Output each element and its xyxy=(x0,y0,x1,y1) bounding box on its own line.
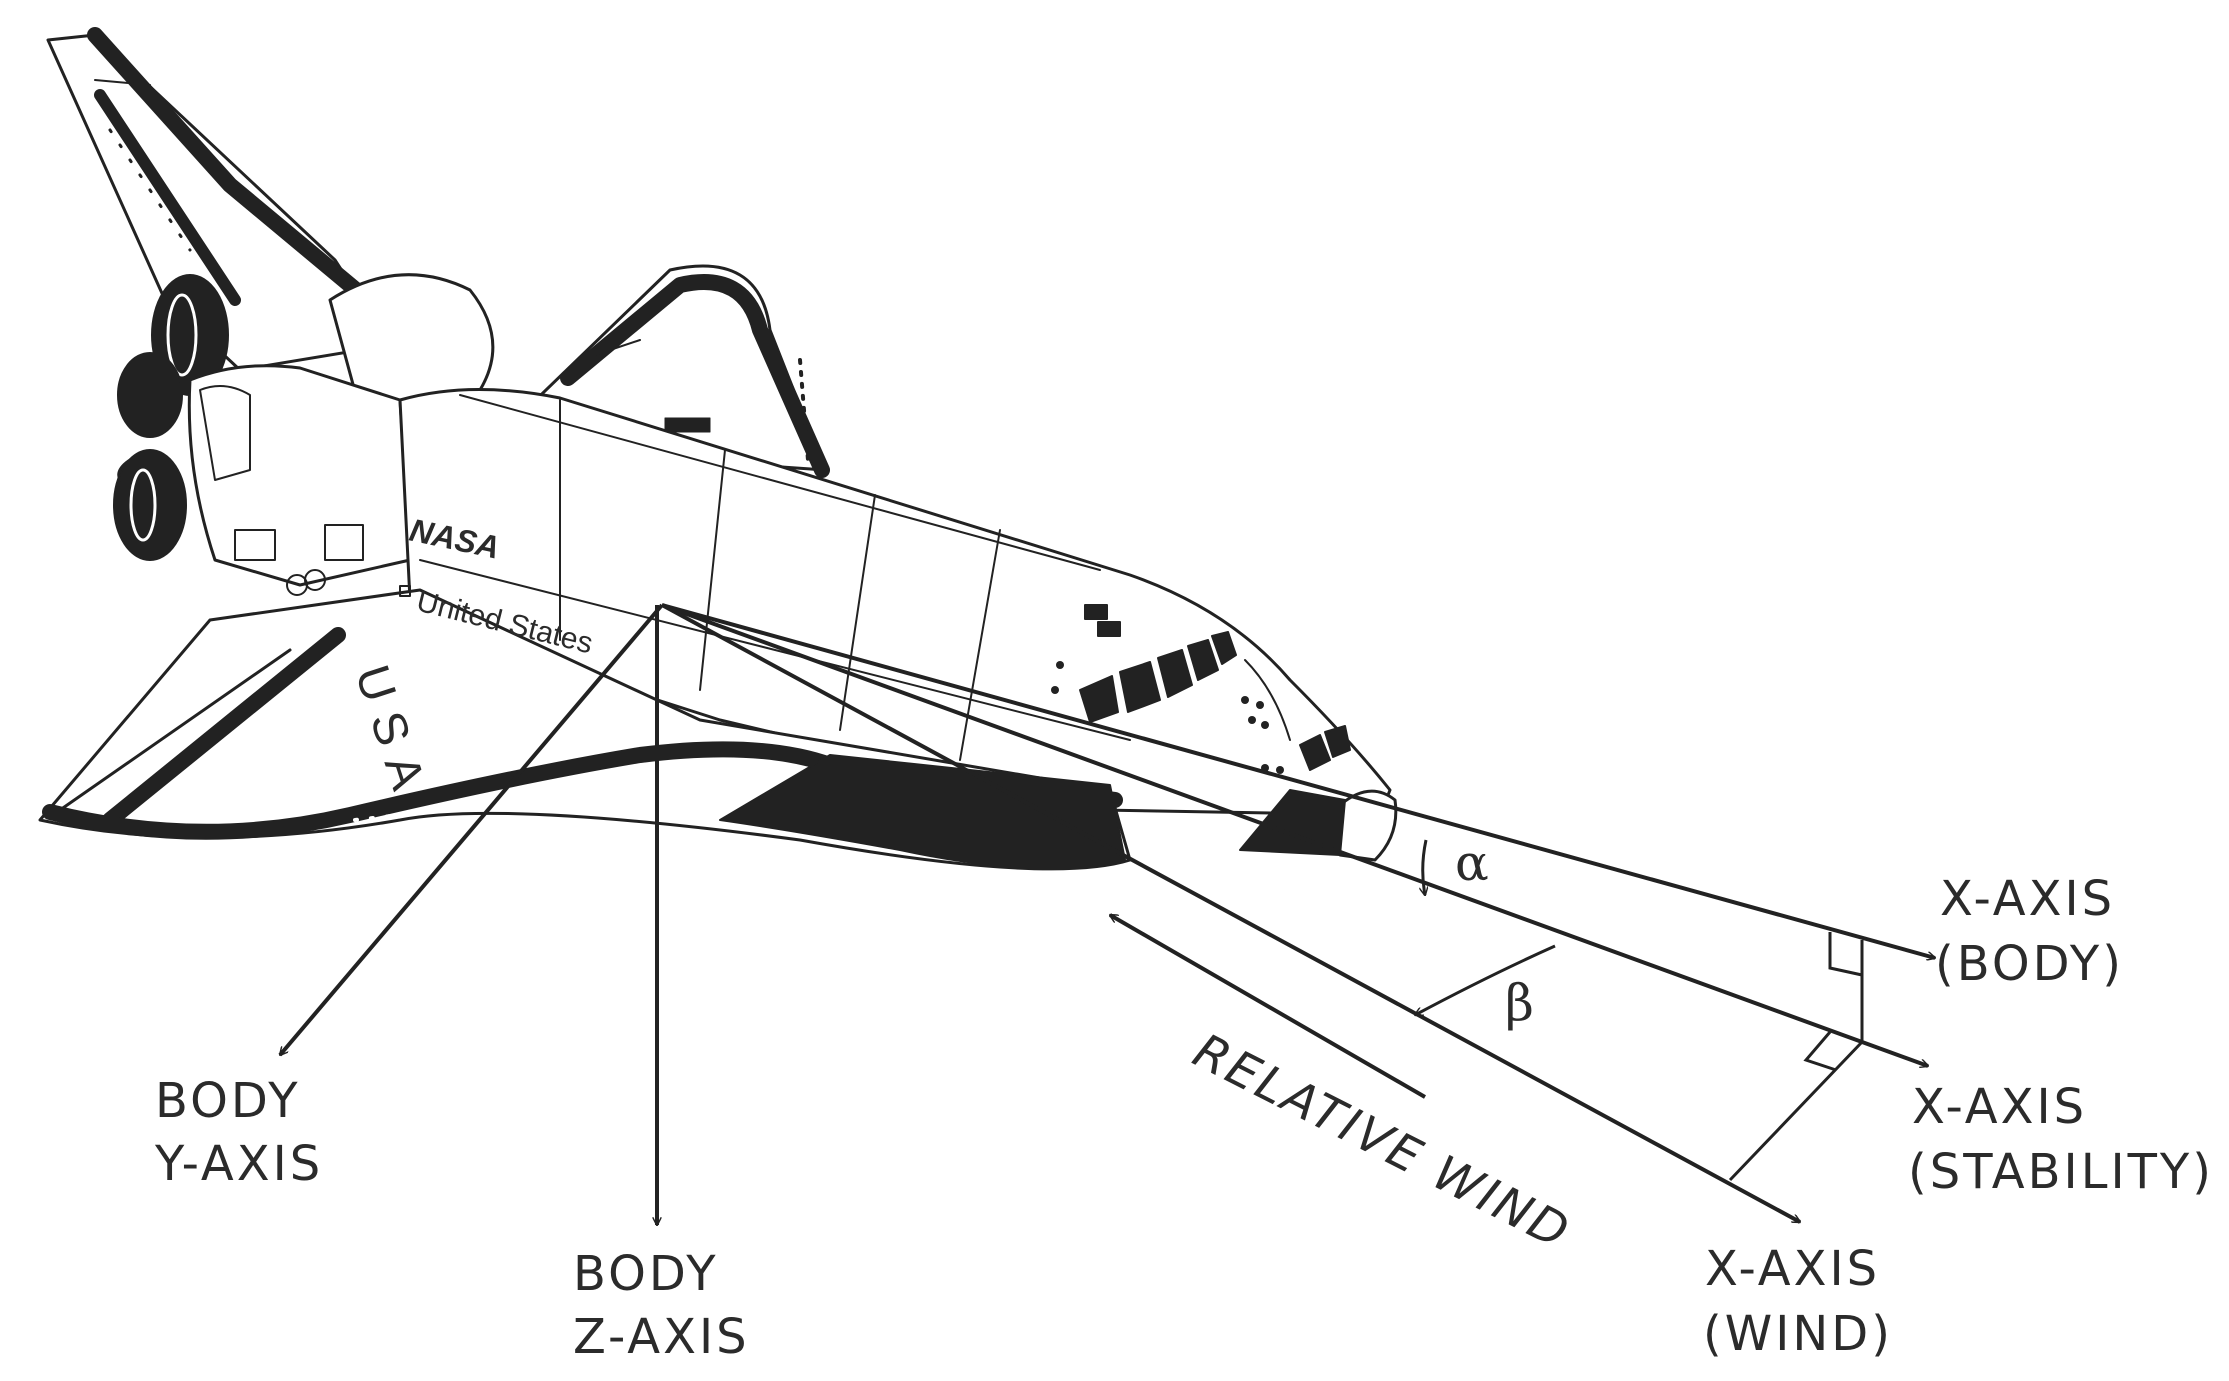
x-axis-wind-label-line2: (WIND) xyxy=(1703,1306,1893,1362)
space-shuttle-drawing: NASA United States USA xyxy=(38,27,1398,871)
body-y-axis-label-line1: BODY xyxy=(155,1073,301,1129)
rcs-thrusters xyxy=(1051,661,1284,774)
x-axis-body-label-line1: X-AXIS xyxy=(1940,871,2115,927)
cockpit-windows xyxy=(1079,604,1351,771)
x-axis-wind-arrow xyxy=(661,603,1800,1224)
near-wing xyxy=(38,588,1132,871)
x-axis-wind-label-line1: X-AXIS xyxy=(1705,1241,1880,1297)
x-axis-stability-arrow xyxy=(661,603,1928,1066)
body-y-axis-label-line2: Y-AXIS xyxy=(154,1136,323,1192)
beta-label: β xyxy=(1505,974,1534,1032)
labels: BODY Y-AXIS BODY Z-AXIS X-AXIS (BODY) X-… xyxy=(154,834,2214,1365)
alpha-label: α xyxy=(1455,834,1489,892)
x-axis-stability-label-line2: (STABILITY) xyxy=(1908,1144,2214,1200)
relative-wind-label: RELATIVE WIND xyxy=(1185,1023,1580,1261)
nose-cap xyxy=(1338,789,1398,862)
alpha-angle-arc xyxy=(1423,839,1426,895)
body-y-axis-arrow xyxy=(280,603,664,1055)
x-axis-body-arrow xyxy=(661,603,1935,958)
beta-angle-arc xyxy=(1415,944,1556,1017)
body-z-axis-label-line1: BODY xyxy=(573,1246,719,1302)
main-engines xyxy=(113,274,229,561)
x-axis-body-label-line2: (BODY) xyxy=(1935,936,2124,992)
fuselage xyxy=(398,387,1392,817)
oms-pod xyxy=(328,273,495,412)
relative-wind-arrow xyxy=(1110,913,1427,1099)
body-z-axis-label-line2: Z-AXIS xyxy=(573,1309,750,1365)
x-axis-stability-label-line1: X-AXIS xyxy=(1912,1079,2087,1135)
axis-system xyxy=(280,603,1935,1225)
